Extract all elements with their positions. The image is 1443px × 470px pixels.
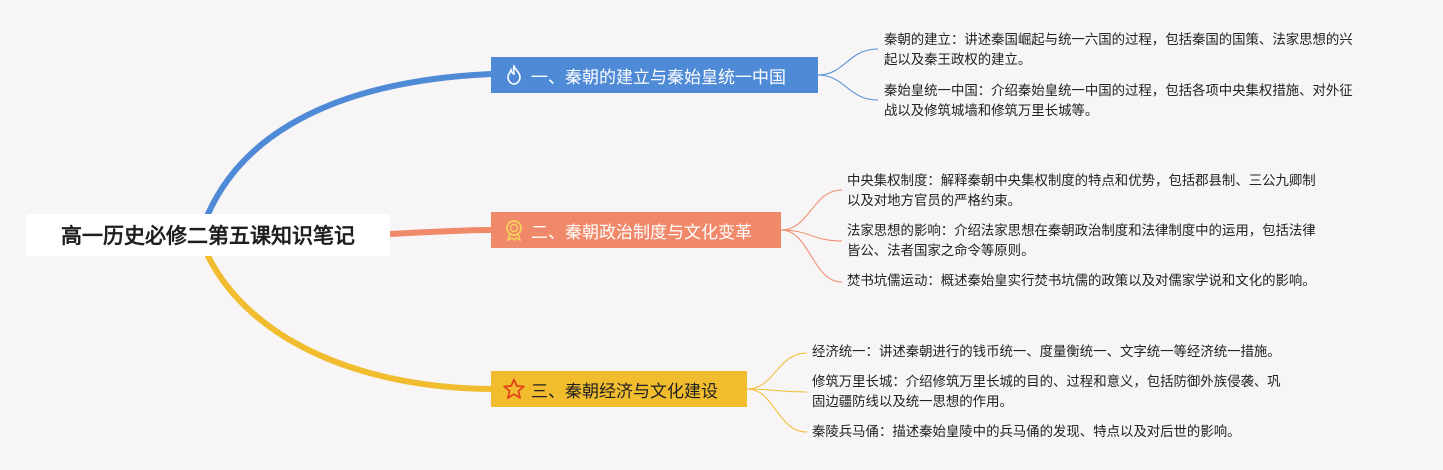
leaf-legalism[interactable]: 法家思想的影响：介绍法家思想在秦朝政治制度和法律制度中的运用，包括法律 皆公、法… <box>847 222 1316 262</box>
leaf-text-line: 战以及修筑城墙和修筑万里长城等。 <box>884 104 1099 119</box>
leaf-text-line: 中央集权制度：解释秦朝中央集权制度的特点和优势，包括郡县制、三公九卿制 <box>847 174 1316 189</box>
connector-root-branch-2 <box>389 227 492 237</box>
leaf-text-line: 秦陵兵马俑：描述秦始皇陵中的兵马俑的发现、特点以及对后世的影响。 <box>812 425 1241 440</box>
flame-icon <box>503 64 525 86</box>
leaf-economic-unification[interactable]: 经济统一：讲述秦朝进行的钱币统一、度量衡统一、文字统一等经济统一措施。 <box>812 343 1281 363</box>
leaf-unification[interactable]: 秦始皇统一中国：介绍秦始皇统一中国的过程，包括各项中央集权措施、对外征 战以及修… <box>884 82 1353 122</box>
connector-b2-leaf-1 <box>780 189 843 231</box>
leaf-text-line: 固边疆防线以及统一思想的作用。 <box>812 395 1013 410</box>
star-icon <box>503 378 525 400</box>
leaf-text-line: 法家思想的影响：介绍法家思想在秦朝政治制度和法律制度中的运用，包括法律 <box>847 224 1316 239</box>
leaf-terracotta-army[interactable]: 秦陵兵马俑：描述秦始皇陵中的兵马俑的发现、特点以及对后世的影响。 <box>812 423 1241 443</box>
leaf-great-wall[interactable]: 修筑万里长城：介绍修筑万里长城的目的、过程和意义，包括防御外族侵袭、巩 固边疆防… <box>812 373 1281 413</box>
connector-b3-leaf-2 <box>746 388 808 393</box>
connector-b1-leaf-2 <box>817 74 879 101</box>
leaf-centralization[interactable]: 中央集权制度：解释秦朝中央集权制度的特点和优势，包括郡县制、三公九卿制 以及对地… <box>847 172 1316 212</box>
connector-b2-leaf-2 <box>780 229 843 242</box>
connector-root-branch-3 <box>205 253 494 392</box>
leaf-text-line: 以及对地方官员的严格约束。 <box>847 194 1022 209</box>
connector-b3-leaf-1 <box>746 352 808 390</box>
leaf-text-line: 秦朝的建立：讲述秦国崛起与统一六国的过程，包括秦国的国策、法家思想的兴 <box>884 33 1353 48</box>
branch-2-label: 二、秦朝政治制度与文化变革 <box>531 222 752 243</box>
leaf-text-line: 起以及秦王政权的建立。 <box>884 53 1032 68</box>
leaf-text-line: 经济统一：讲述秦朝进行的钱币统一、度量衡统一、文字统一等经济统一措施。 <box>812 345 1281 360</box>
root-topic[interactable]: 高一历史必修二第五课知识笔记 <box>26 214 390 256</box>
branch-1-label: 一、秦朝的建立与秦始皇统一中国 <box>531 67 786 88</box>
leaf-text-line: 秦始皇统一中国：介绍秦始皇统一中国的过程，包括各项中央集权措施、对外征 <box>884 84 1353 99</box>
leaf-text-line: 修筑万里长城：介绍修筑万里长城的目的、过程和意义，包括防御外族侵袭、巩 <box>812 375 1281 390</box>
connector-b2-leaf-3 <box>780 229 843 283</box>
connector-root-branch-1 <box>205 71 494 217</box>
connector-b1-leaf-1 <box>817 48 879 76</box>
branch-3-label: 三、秦朝经济与文化建设 <box>531 381 718 402</box>
leaf-qin-founding[interactable]: 秦朝的建立：讲述秦国崛起与统一六国的过程，包括秦国的国策、法家思想的兴 起以及秦… <box>884 31 1353 71</box>
leaf-text-line: 皆公、法者国家之命令等原则。 <box>847 244 1035 259</box>
branch-3[interactable]: 三、秦朝经济与文化建设 <box>491 371 747 407</box>
leaf-book-burning[interactable]: 焚书坑儒运动：概述秦始皇实行焚书坑儒的政策以及对儒家学说和文化的影响。 <box>847 272 1316 292</box>
root-title: 高一历史必修二第五课知识笔记 <box>61 224 355 248</box>
branch-1[interactable]: 一、秦朝的建立与秦始皇统一中国 <box>491 57 818 93</box>
branch-2[interactable]: 二、秦朝政治制度与文化变革 <box>491 212 781 248</box>
medal-icon <box>503 219 525 241</box>
leaf-text-line: 焚书坑儒运动：概述秦始皇实行焚书坑儒的政策以及对儒家学说和文化的影响。 <box>847 274 1316 289</box>
connector-b3-leaf-3 <box>746 388 808 433</box>
